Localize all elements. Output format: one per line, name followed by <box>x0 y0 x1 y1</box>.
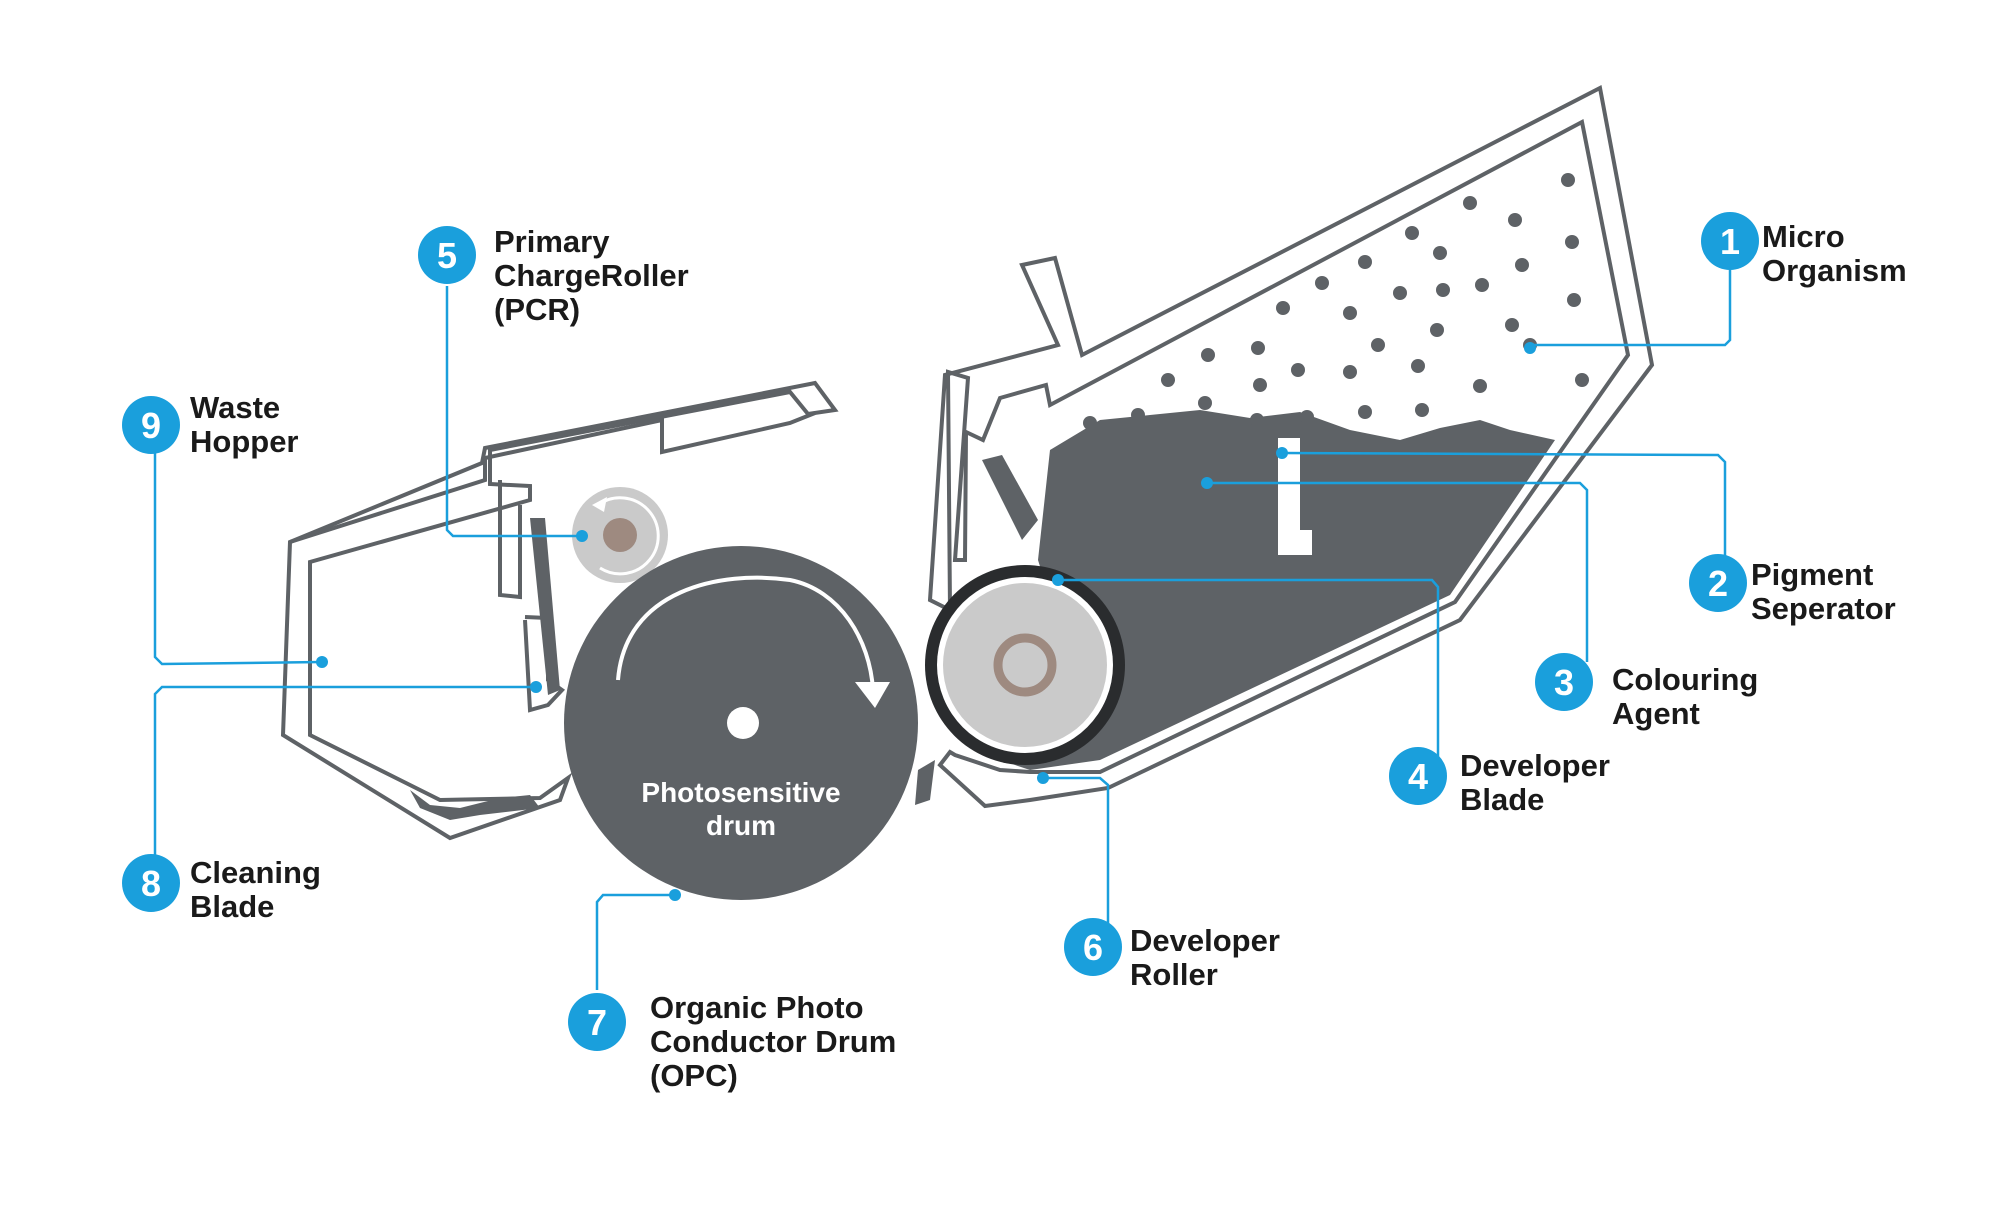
cleaning-blade <box>530 518 560 695</box>
label-developer-roller-1: Developer <box>1130 923 1280 958</box>
leader-5 <box>445 286 582 538</box>
label-micro-organism-2: Organism <box>1762 253 1907 288</box>
label-pcr-3: (PCR) <box>494 292 580 327</box>
callout-4: 4 Developer Blade <box>1389 747 1610 817</box>
badge-1 <box>1701 212 1759 270</box>
badge-6-number: 6 <box>1083 927 1103 968</box>
label-micro-organism-1: Micro <box>1762 219 1845 254</box>
drum-label-line2: drum <box>706 810 776 841</box>
label-opc-3: (OPC) <box>650 1058 738 1093</box>
badge-3-number: 3 <box>1554 662 1574 703</box>
leader-4 <box>1058 578 1440 760</box>
primary-charge-roller <box>572 487 668 583</box>
badge-8 <box>122 854 180 912</box>
opc-drum: Photosensitive drum <box>564 546 918 900</box>
developer-blade <box>982 455 1038 540</box>
callout-1: 1 Micro Organism <box>1701 212 1907 288</box>
developer-roller <box>925 565 1125 765</box>
label-opc-2: Conductor Drum <box>650 1024 896 1059</box>
leader-7 <box>595 893 675 990</box>
waste-hopper-housing <box>280 380 839 841</box>
badge-2-number: 2 <box>1708 563 1728 604</box>
label-developer-roller-2: Roller <box>1130 957 1218 992</box>
label-developer-blade-2: Blade <box>1460 782 1544 817</box>
badge-2 <box>1689 554 1747 612</box>
badge-5 <box>418 226 476 284</box>
leader-8 <box>153 685 536 858</box>
badge-8-number: 8 <box>141 863 161 904</box>
label-waste-hopper-1: Waste <box>190 390 280 425</box>
leader-9 <box>153 445 323 666</box>
badge-5-number: 5 <box>437 235 457 276</box>
callout-2: 2 Pigment Seperator <box>1689 554 1896 626</box>
callout-7: 7 Organic Photo Conductor Drum (OPC) <box>568 990 896 1093</box>
toner-hopper <box>915 84 1655 809</box>
badge-4 <box>1389 747 1447 805</box>
callout-3: 3 Colouring Agent <box>1535 653 1758 731</box>
callout-6: 6 Developer Roller <box>1064 918 1280 992</box>
leader-1 <box>1529 257 1732 350</box>
label-pigment-separator-2: Seperator <box>1751 591 1896 626</box>
badge-7 <box>568 993 626 1051</box>
label-waste-hopper-2: Hopper <box>190 424 299 459</box>
badge-3 <box>1535 653 1593 711</box>
leader-2 <box>1281 451 1727 580</box>
drum-label-line1: Photosensitive <box>641 777 840 808</box>
drum-hub <box>727 707 759 739</box>
badge-4-number: 4 <box>1408 756 1428 797</box>
leader-lines <box>153 257 1732 990</box>
label-cleaning-blade-2: Blade <box>190 889 274 924</box>
badge-9-number: 9 <box>141 405 161 446</box>
label-opc-1: Organic Photo <box>650 990 864 1025</box>
badge-6 <box>1064 918 1122 976</box>
leader-6 <box>1043 776 1110 945</box>
leader-3 <box>1207 481 1589 662</box>
label-colouring-agent-1: Colouring <box>1612 662 1758 697</box>
callout-5: 5 Primary ChargeRoller (PCR) <box>418 224 689 327</box>
badge-1-number: 1 <box>1720 221 1740 262</box>
label-developer-blade-1: Developer <box>1460 748 1610 783</box>
pigment-separator <box>1278 438 1312 555</box>
badge-9 <box>122 396 180 454</box>
label-pcr-1: Primary <box>494 224 610 259</box>
label-pigment-separator-1: Pigment <box>1751 557 1873 592</box>
callout-8: 8 Cleaning Blade <box>122 854 321 924</box>
badge-7-number: 7 <box>587 1002 607 1043</box>
label-colouring-agent-2: Agent <box>1612 696 1700 731</box>
micro-organism-particles <box>1083 173 1589 430</box>
callout-9: 9 Waste Hopper <box>122 390 299 459</box>
label-cleaning-blade-1: Cleaning <box>190 855 321 890</box>
label-pcr-2: ChargeRoller <box>494 258 689 293</box>
